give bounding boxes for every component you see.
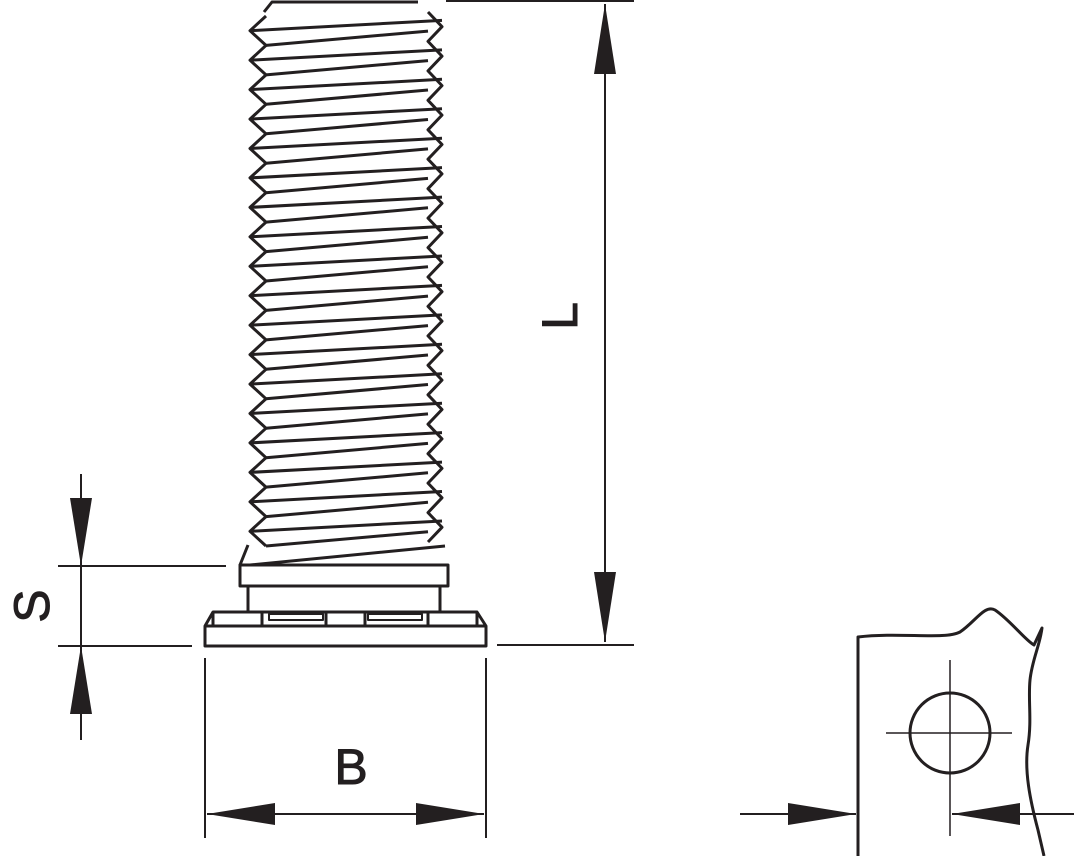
thread-crest-line <box>249 166 443 180</box>
thread-root-line <box>265 29 429 47</box>
thread-crest-line <box>249 283 443 298</box>
thread-crest-line <box>249 490 443 504</box>
thread-top-start <box>262 0 418 13</box>
thread-crest-line <box>249 136 443 150</box>
label-s: S <box>4 589 60 622</box>
flange-notches <box>211 612 479 626</box>
l-arrow-bottom <box>594 572 616 642</box>
thread-crest-line <box>249 18 443 33</box>
thread-crest-line <box>249 254 443 268</box>
thread-root-line <box>265 383 429 401</box>
thread-crest-line <box>249 313 443 327</box>
edge-arrow-left <box>788 803 856 825</box>
thread-root-line <box>265 206 429 224</box>
thread-crest-line <box>249 342 443 357</box>
l-arrow-top <box>594 4 616 74</box>
stud-side-view <box>203 0 488 648</box>
label-l: L <box>532 302 588 330</box>
thread-root-line <box>265 147 429 165</box>
thread-crest-line <box>249 225 443 239</box>
thread-root-line <box>265 118 429 136</box>
thread-root-line <box>265 294 429 312</box>
thread-root-line <box>265 353 429 371</box>
stud-collar <box>238 563 450 588</box>
thread-root-line <box>265 412 429 430</box>
thread-crest-line <box>249 77 443 92</box>
thread-crest-line <box>249 48 443 62</box>
dimension-l: L <box>446 0 634 646</box>
s-arrow-bottom <box>70 646 92 714</box>
b-arrow-left <box>207 803 275 825</box>
sheet-detail <box>856 607 1046 856</box>
flange-pip-right <box>367 613 423 621</box>
weld-flange <box>203 610 488 648</box>
thread-root-line <box>265 265 429 283</box>
thread-root-line <box>265 59 429 77</box>
b-arrow-right <box>416 803 484 825</box>
thread-crest-line <box>249 460 443 474</box>
thread-crest-line <box>249 107 443 121</box>
thread-crest-line <box>249 372 443 386</box>
thread-root-line <box>265 235 429 254</box>
thread-root-line <box>265 471 429 489</box>
edge-arrow-right <box>952 803 1020 825</box>
s-arrow-top <box>70 498 92 566</box>
sheet-outline <box>856 607 1046 856</box>
thread-root-line <box>265 530 429 548</box>
thread-root-line <box>265 500 429 519</box>
dimension-b: B <box>204 658 487 838</box>
thread-crest-line <box>249 431 443 445</box>
thread-root-line <box>265 176 429 195</box>
thread-root-line <box>265 324 429 342</box>
flange-pip-left <box>268 613 324 621</box>
thread-crest-line <box>249 195 443 209</box>
thread-crest-line <box>249 519 443 533</box>
thread-root-line <box>265 88 429 106</box>
edge-distance-dimension <box>740 803 1074 825</box>
dimension-s: S <box>4 474 226 740</box>
label-b: B <box>334 739 367 795</box>
stud-neck <box>246 586 442 614</box>
thread-crest-lines <box>249 18 443 548</box>
thread-root-line <box>265 441 429 460</box>
thread-crest-line <box>249 401 443 415</box>
thread-runout <box>238 544 446 567</box>
